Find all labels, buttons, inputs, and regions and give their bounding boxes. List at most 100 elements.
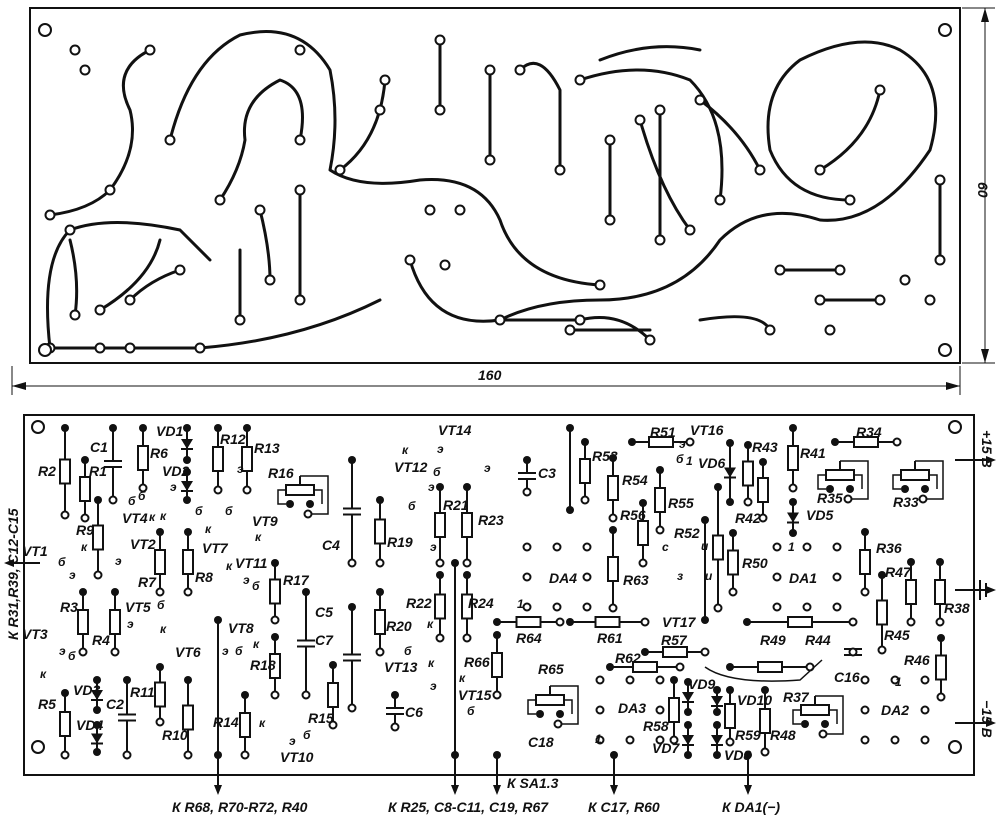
component-label: C1 xyxy=(90,439,108,455)
solder-pad xyxy=(156,663,164,671)
component-label: R23 xyxy=(478,512,504,528)
component-label: DA4 xyxy=(549,570,577,586)
component-label: VD7 xyxy=(652,740,680,756)
solder-pad xyxy=(94,304,106,316)
resistor xyxy=(742,445,754,502)
solder-pad xyxy=(93,706,101,714)
resistor xyxy=(579,442,591,500)
solder-pad xyxy=(580,495,590,505)
copper-trace xyxy=(68,238,79,317)
pin-label: 1 xyxy=(517,597,524,611)
component-label: C3 xyxy=(538,465,556,481)
bottom-connection-4: К C17, R60 xyxy=(588,799,660,815)
solder-pad xyxy=(329,661,337,669)
component-label: C18 xyxy=(528,734,554,750)
width-dimension-label: 160 xyxy=(478,367,502,383)
solder-pad xyxy=(93,676,101,684)
pin-label: б xyxy=(225,504,233,518)
solder-pad xyxy=(874,294,886,306)
solder-pad xyxy=(634,114,646,126)
resistor xyxy=(461,575,473,638)
solder-pad xyxy=(726,663,734,671)
solder-pad xyxy=(848,647,858,657)
component-label: C6 xyxy=(405,704,423,720)
pin-label: э xyxy=(437,442,444,456)
solder-pad xyxy=(94,342,106,354)
solder-pad xyxy=(641,648,649,656)
solder-pad xyxy=(831,438,839,446)
component-label: DA3 xyxy=(618,700,646,716)
solder-pad xyxy=(123,676,131,684)
solder-pad xyxy=(744,441,752,449)
component-label: R6 xyxy=(150,445,168,461)
diode xyxy=(91,725,103,752)
solder-pad xyxy=(556,710,564,718)
solder-pad xyxy=(184,676,192,684)
component-label: VT11 xyxy=(235,555,268,571)
solder-pad xyxy=(69,44,81,56)
trimmer-resistor xyxy=(892,460,944,500)
solder-pad xyxy=(936,692,946,702)
solder-pad xyxy=(302,588,310,596)
solder-pad xyxy=(700,647,710,657)
solder-pad xyxy=(802,542,812,552)
component-label: VD1 xyxy=(156,423,183,439)
solder-pad xyxy=(104,184,116,196)
bottom-connection-3: К SA1.3 xyxy=(507,775,559,791)
component-label: R55 xyxy=(668,495,694,511)
component-label: C16 xyxy=(834,669,860,685)
solder-pad xyxy=(391,691,399,699)
copper-trace xyxy=(698,98,762,172)
resistor xyxy=(747,616,853,628)
solder-pad xyxy=(555,617,565,627)
solder-pad xyxy=(832,542,842,552)
solder-pad xyxy=(213,485,223,495)
diode xyxy=(181,472,193,500)
solder-pad xyxy=(685,437,695,447)
pin-label: б xyxy=(467,704,475,718)
component-label: R4 xyxy=(92,632,110,648)
solder-pad xyxy=(684,678,692,686)
component-label: R8 xyxy=(195,569,213,585)
solder-pad xyxy=(772,572,782,582)
plus-supply-label: +15 В xyxy=(979,430,995,468)
diode xyxy=(91,680,103,710)
solder-pad xyxy=(434,104,446,116)
solder-pad xyxy=(684,751,692,759)
solder-pad xyxy=(934,254,946,266)
solder-pad xyxy=(726,498,734,506)
component-label: VT16 xyxy=(690,422,724,438)
solder-pad xyxy=(789,529,797,537)
solder-pad xyxy=(93,570,103,580)
resistor xyxy=(905,562,917,622)
pin-label: э xyxy=(127,617,134,631)
component-label: R15 xyxy=(308,710,334,726)
resistor xyxy=(727,533,739,592)
resistor xyxy=(79,460,91,518)
solder-pad xyxy=(826,485,834,493)
solder-pad xyxy=(834,264,846,276)
solder-pad xyxy=(270,690,280,700)
solder-pad xyxy=(463,571,471,579)
solder-pad xyxy=(743,618,751,626)
component-label: R36 xyxy=(876,540,902,556)
solder-pad xyxy=(604,214,616,226)
pin-label: б xyxy=(157,598,165,612)
solder-pad xyxy=(436,483,444,491)
solder-pad xyxy=(328,720,338,730)
component-label: R11 xyxy=(130,684,155,700)
pin-label: б xyxy=(404,644,412,658)
resistor xyxy=(241,428,253,490)
solder-pad xyxy=(609,526,617,534)
solder-pad xyxy=(174,264,186,276)
pin-label: к xyxy=(402,443,409,457)
solder-pad xyxy=(772,602,782,612)
solder-pad xyxy=(670,676,678,684)
component-label: R59 xyxy=(735,727,761,743)
trimmer-resistor xyxy=(817,460,869,500)
solder-pad xyxy=(595,675,605,685)
component-label: R52 xyxy=(674,525,700,541)
solder-pad xyxy=(435,558,445,568)
component-label: R18 xyxy=(250,657,276,673)
pin-label: к xyxy=(149,510,156,524)
